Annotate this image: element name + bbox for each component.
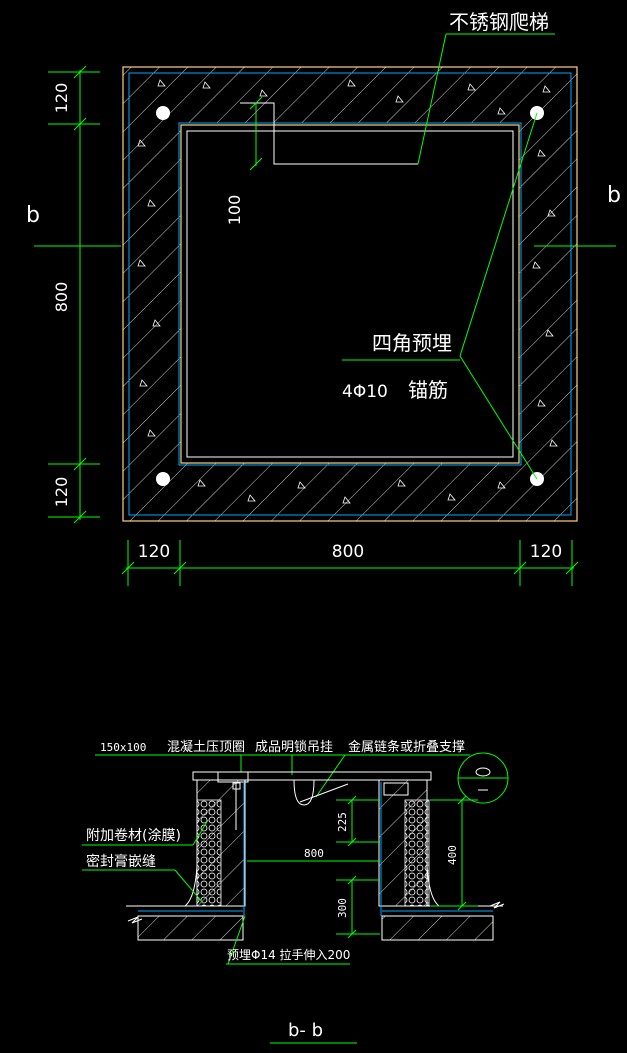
dim-225: 225 xyxy=(336,812,349,832)
anchor-leader-up xyxy=(459,112,538,357)
embed-leader xyxy=(227,915,246,965)
plan-inner-opening xyxy=(180,124,520,464)
plan-rebar-outer xyxy=(128,72,572,516)
section-mark-left: b xyxy=(26,203,40,228)
anchor-label-line1: 四角预埋 xyxy=(372,331,452,355)
anchor-bolt-bottom-left xyxy=(156,472,170,486)
label-extra-membrane: 附加卷材(涂膜) xyxy=(86,828,181,844)
dim-800-section: 800 xyxy=(304,847,324,860)
dim-bottom-right: 120 xyxy=(530,542,562,562)
dim-bottom-left: 120 xyxy=(138,542,170,562)
section-mark-right: b xyxy=(607,183,621,208)
dim-left-bottom: 120 xyxy=(52,477,71,508)
ladder-rail xyxy=(240,102,418,165)
dim-left-top: 120 xyxy=(52,83,71,114)
dim-bottom xyxy=(121,540,579,586)
dim-300: 300 xyxy=(336,898,349,918)
aggregate-marks xyxy=(137,79,558,504)
left-wall xyxy=(196,779,246,916)
base-slab xyxy=(126,865,505,941)
section-title: b- b xyxy=(288,1020,323,1041)
plan-inner-opening-line xyxy=(186,130,514,458)
detail-callout-mark xyxy=(475,767,491,777)
dim-left-mid: 800 xyxy=(52,282,71,313)
anchor-label-line2-b: 锚筋 xyxy=(408,378,448,402)
label-stainless-ladder: 不锈钢爬梯 xyxy=(449,10,549,34)
anchor-label-line2-a: 4Φ10 xyxy=(342,382,388,402)
label-embed: 预埋Φ14 拉手伸入200 xyxy=(227,947,350,962)
plan-view: b b 120 800 120 100 不锈钢爬梯 xyxy=(26,10,621,586)
dim-bottom-mid: 800 xyxy=(332,542,364,562)
dim-300-lines xyxy=(336,875,380,939)
anchor-bolt-top-left xyxy=(156,106,170,120)
dim-ladder-offset-text: 100 xyxy=(225,195,244,226)
right-wall xyxy=(378,779,430,916)
label-sealant: 密封膏嵌缝 xyxy=(86,853,156,870)
label-chain: 金属链条或折叠支撑 xyxy=(348,739,465,755)
dim-left xyxy=(48,65,100,524)
dim-400: 400 xyxy=(446,845,459,865)
dim-400-lines xyxy=(430,795,478,911)
cover-plate xyxy=(192,771,432,781)
section-view: 150x100 混凝土压顶圈 成品明锁吊挂 金属链条或折叠支撑 xyxy=(82,739,509,1044)
dim-ladder-offset xyxy=(249,96,263,171)
label-ring-beam: 混凝土压顶圈 xyxy=(167,739,245,755)
label-ladder-leader xyxy=(417,33,447,165)
dim-225-lines xyxy=(336,795,380,847)
lock-hanger xyxy=(293,779,315,806)
label-150x100: 150x100 xyxy=(100,741,146,754)
label-lock: 成品明锁吊挂 xyxy=(255,739,333,755)
chain-support xyxy=(299,783,349,803)
anchor-leader-down xyxy=(459,355,538,480)
plan-rebar-inner xyxy=(178,122,522,466)
